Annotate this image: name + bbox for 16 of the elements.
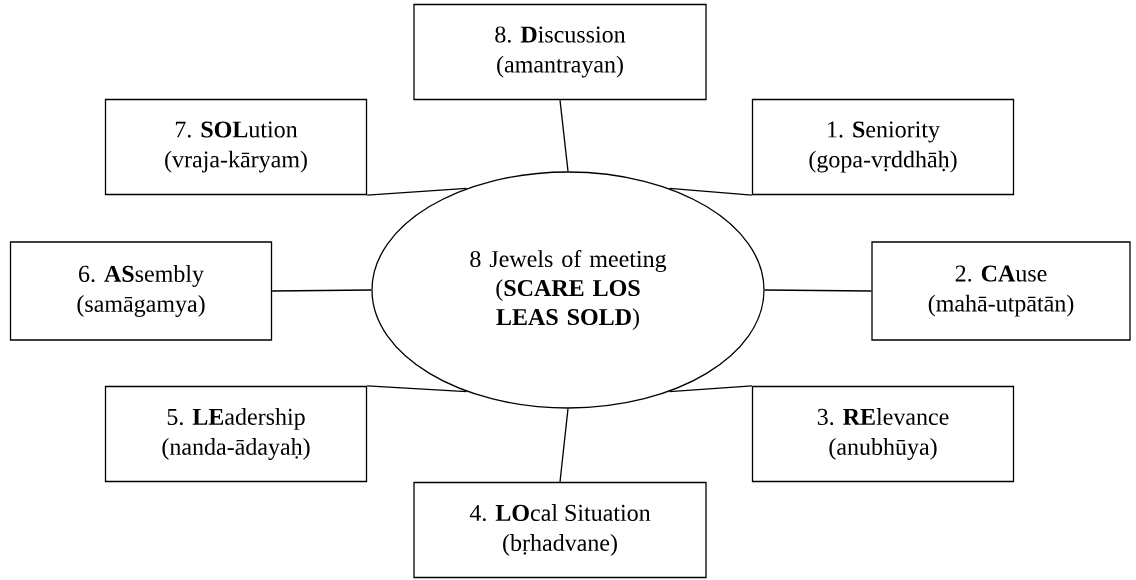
connector-line <box>271 289 372 292</box>
connector-line <box>559 408 569 483</box>
topic-box: 6. ASsembly (samāgamya) <box>9 241 273 341</box>
topic-box: 4. LOcal Situation (bṛhadvane) <box>413 481 707 579</box>
topic-box: 7. SOLution (vraja-kāryam) <box>104 98 368 196</box>
connector-line <box>668 385 753 393</box>
topic-box: 1. Seniority (gopa-vṛddhāḥ) <box>751 98 1015 196</box>
connector-line <box>366 187 468 196</box>
topic-box: 8. Discussion (amantrayan) <box>413 3 707 101</box>
connector-line <box>559 99 569 172</box>
connector-line <box>366 385 468 393</box>
connector-line <box>764 289 872 292</box>
topic-box: 3. RElevance (anubhūya) <box>751 385 1015 483</box>
topic-box: 2. CAuse (mahā-utpātān) <box>871 241 1131 341</box>
connector-line <box>668 187 753 196</box>
topic-box: 5. LEadership (nanda-ādayaḥ) <box>104 385 368 483</box>
